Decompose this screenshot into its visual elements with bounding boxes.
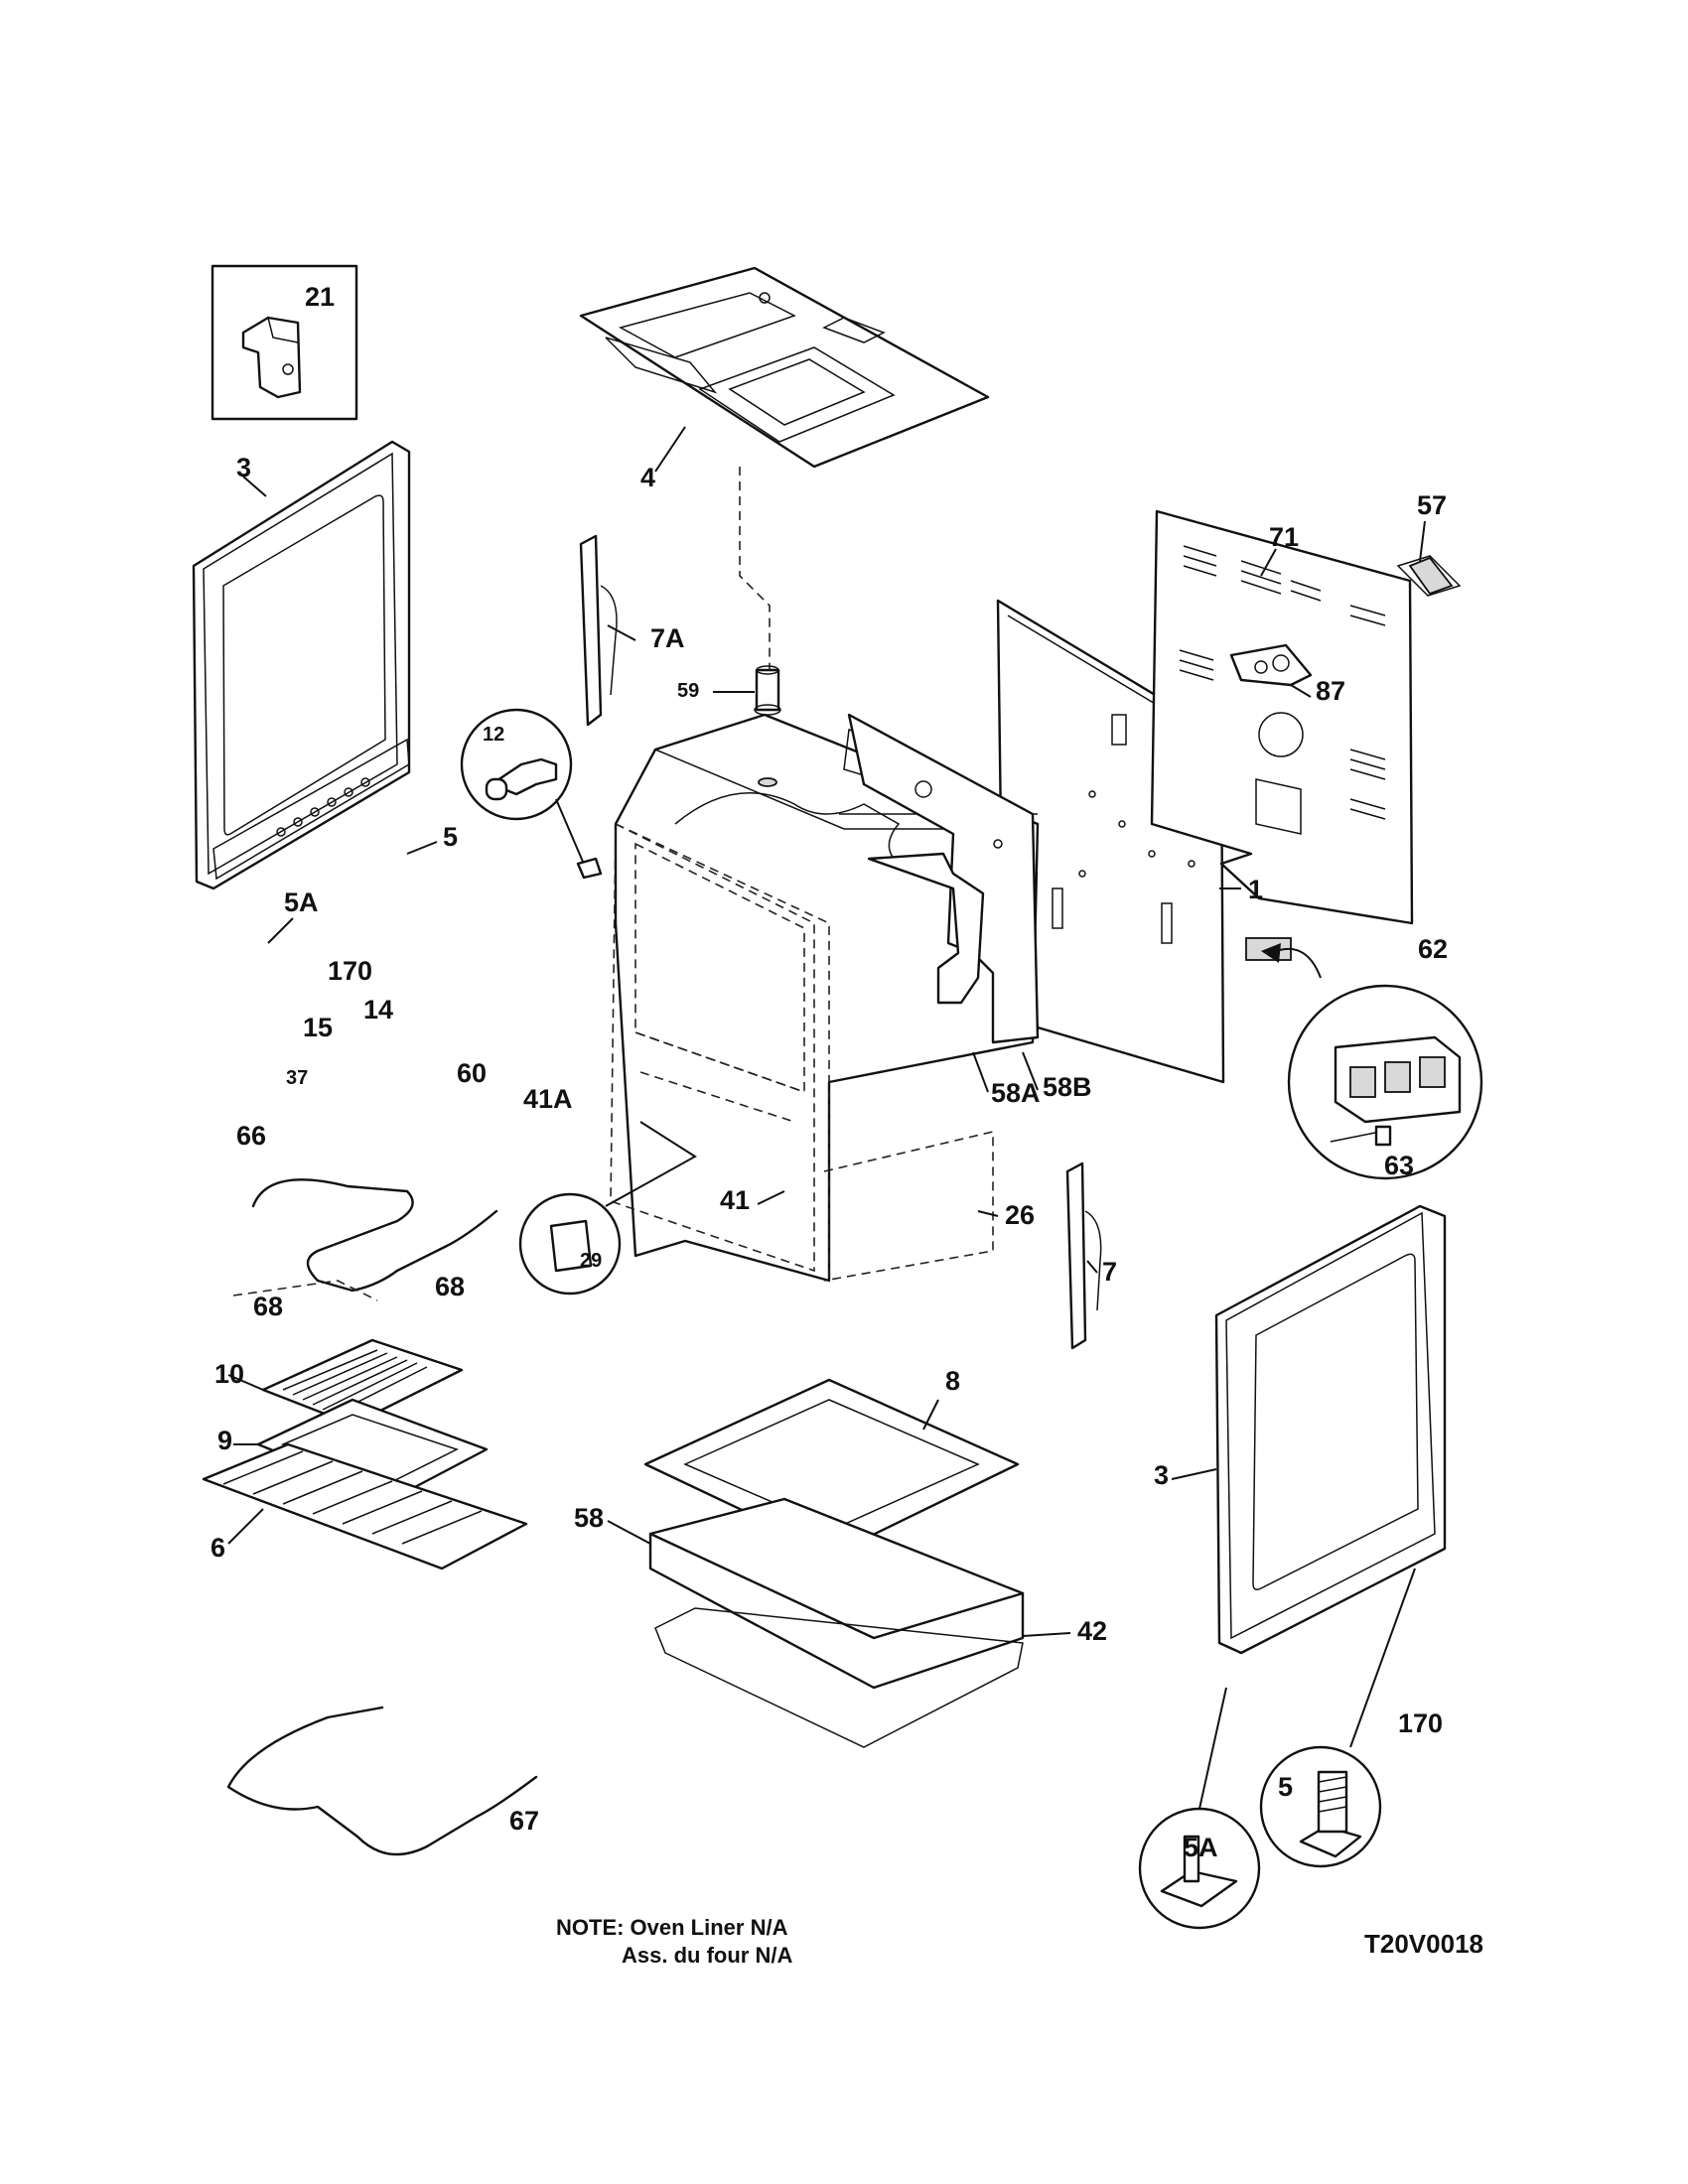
arrow-62-head: [1261, 943, 1281, 963]
part-42-drawer-bottom: [654, 1607, 1024, 1748]
label-41A: 41A: [523, 1084, 573, 1114]
leader-7A: [607, 624, 636, 641]
leader-58A: [972, 1051, 989, 1093]
label-9: 9: [217, 1426, 232, 1455]
label-1: 1: [1248, 875, 1263, 904]
part-67-bake-element: [226, 1706, 538, 1856]
label-5A-left: 5A: [284, 887, 319, 917]
alignment-line-59: [739, 467, 771, 680]
part-58A-inner-insulation: [867, 852, 985, 1005]
label-63: 63: [1384, 1151, 1414, 1180]
leader-58B: [1022, 1051, 1039, 1091]
socket-body: [576, 857, 603, 880]
label-57: 57: [1417, 490, 1447, 520]
label-10: 10: [214, 1359, 244, 1389]
leader-5A-callout: [1198, 1687, 1227, 1810]
leader-87: [1290, 684, 1312, 698]
label-5A-callout: 5A: [1184, 1833, 1218, 1862]
label-87: 87: [1316, 676, 1345, 706]
part-7-rack-support: [1065, 1161, 1102, 1350]
label-21: 21: [305, 282, 335, 312]
part-59-fitting: [754, 665, 781, 716]
label-3-right: 3: [1154, 1460, 1169, 1490]
part-71-rear-shield: [1150, 509, 1414, 925]
leader-71: [1260, 548, 1277, 577]
leader-29: [605, 1121, 697, 1207]
part-21-knob-box: [211, 264, 358, 421]
part-3-right-door: [1214, 1204, 1447, 1655]
label-5-left: 5: [443, 822, 458, 852]
label-3-left: 3: [236, 453, 251, 482]
part-29-callout: [518, 1192, 622, 1296]
part-58-drawer-box: [648, 1497, 1025, 1690]
label-4: 4: [640, 463, 655, 492]
label-29: 29: [580, 1250, 602, 1272]
leader-3-right: [1171, 1468, 1217, 1480]
part-6-oven-rack: [202, 1442, 528, 1570]
note-line-2: Ass. du four N/A: [622, 1943, 793, 1968]
label-37: 37: [286, 1067, 308, 1089]
part-62-callout: [1287, 984, 1483, 1180]
label-7: 7: [1102, 1257, 1117, 1287]
part-68-dashed: [232, 1280, 378, 1301]
label-68-b: 68: [435, 1272, 465, 1301]
leader-42: [1022, 1632, 1071, 1637]
fitting-hole: [758, 777, 777, 787]
label-14: 14: [363, 995, 393, 1024]
leader-5A-left: [267, 917, 294, 944]
leader-5-left: [406, 841, 438, 855]
label-62: 62: [1418, 934, 1448, 964]
label-67: 67: [509, 1806, 539, 1836]
part-7A-rack-support: [579, 534, 618, 727]
label-170-right: 170: [1398, 1708, 1443, 1738]
label-15: 15: [303, 1013, 333, 1042]
part-5A-callout: [1138, 1807, 1261, 1930]
part-12-callout: [460, 708, 573, 821]
label-66: 66: [236, 1121, 266, 1151]
label-26: 26: [1005, 1200, 1035, 1230]
label-58B: 58B: [1043, 1072, 1092, 1102]
label-8: 8: [945, 1366, 960, 1396]
leader-5-callout: [1349, 1568, 1416, 1748]
part-58B-outer-insulation: [847, 713, 1040, 1044]
leader-3-left: [242, 476, 267, 497]
part-66-broil-element: [251, 1178, 498, 1293]
leader-8: [922, 1399, 939, 1431]
leader-41: [757, 1190, 785, 1205]
part-3-left-door: [192, 440, 411, 890]
note-line-1: NOTE: Oven Liner N/A: [556, 1915, 788, 1940]
label-6: 6: [211, 1533, 225, 1563]
label-5-callout: 5: [1278, 1772, 1293, 1802]
label-58: 58: [574, 1503, 604, 1533]
leader-12: [555, 798, 587, 870]
leader-58: [607, 1520, 651, 1545]
leader-26: [977, 1210, 999, 1217]
part-4-top-panel: [579, 266, 990, 469]
leader-4: [654, 426, 686, 473]
part-5-callout: [1259, 1745, 1382, 1868]
label-60: 60: [457, 1058, 487, 1088]
label-42: 42: [1077, 1616, 1107, 1646]
label-58A: 58A: [991, 1078, 1041, 1108]
label-68-a: 68: [253, 1292, 283, 1321]
label-7A: 7A: [650, 623, 685, 653]
part-10-broil-pan-grid: [261, 1338, 464, 1427]
label-59: 59: [677, 680, 699, 702]
oven-front-frame-dashed: [610, 822, 994, 1282]
label-71: 71: [1269, 522, 1299, 552]
label-170-left: 170: [328, 956, 372, 986]
label-12: 12: [483, 724, 504, 746]
leader-57: [1419, 520, 1426, 562]
note-text: NOTE: Oven Liner N/A Ass. du four N/A: [556, 1914, 792, 1970]
label-41: 41: [720, 1185, 750, 1215]
leader-7: [1086, 1260, 1098, 1274]
drawing-number: T20V0018: [1364, 1929, 1483, 1959]
leader-10: [227, 1374, 264, 1391]
leader-6: [227, 1508, 264, 1545]
part-87-gasket: [1229, 643, 1313, 687]
